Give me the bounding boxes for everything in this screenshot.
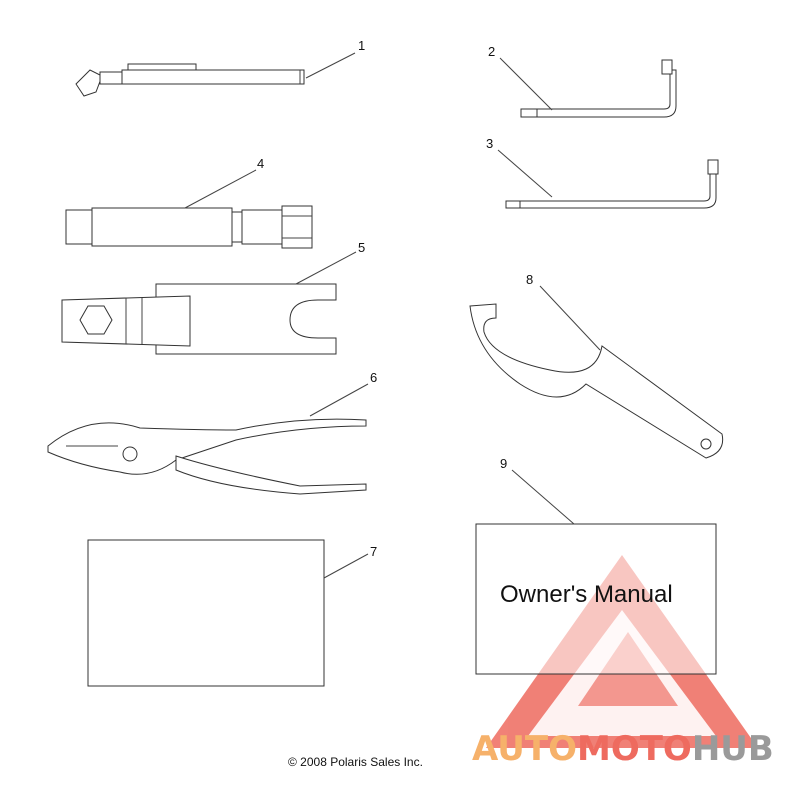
callout-2: 2 [488, 44, 495, 59]
callout-3: 3 [486, 136, 493, 151]
watermark-text: AUTOMOTOHUB [472, 729, 774, 769]
callout-4: 4 [257, 156, 264, 171]
callout-7: 7 [370, 544, 377, 559]
callout-1: 1 [358, 38, 365, 53]
part-7-booklet [87, 539, 325, 687]
part-3-hex-key [505, 159, 719, 209]
callout-5: 5 [358, 240, 365, 255]
callout-8: 8 [526, 272, 533, 287]
part-1-pressure-gauge [75, 63, 305, 97]
part-9-owners-manual [475, 523, 717, 675]
part-5-clutch-holder [61, 283, 337, 355]
callout-9: 9 [500, 456, 507, 471]
copyright-text: © 2008 Polaris Sales Inc. [288, 755, 423, 769]
watermark-auto: AUTO [472, 729, 577, 769]
part-2-hex-key [520, 59, 677, 118]
manual-title: Owner's Manual [500, 581, 673, 608]
watermark-hub: HUB [692, 729, 774, 769]
part-6-pliers [47, 418, 367, 495]
part-8-spanner-wrench [469, 303, 724, 459]
part-4-extension [65, 205, 313, 249]
callout-6: 6 [370, 370, 377, 385]
watermark-moto: MOTO [577, 729, 692, 769]
